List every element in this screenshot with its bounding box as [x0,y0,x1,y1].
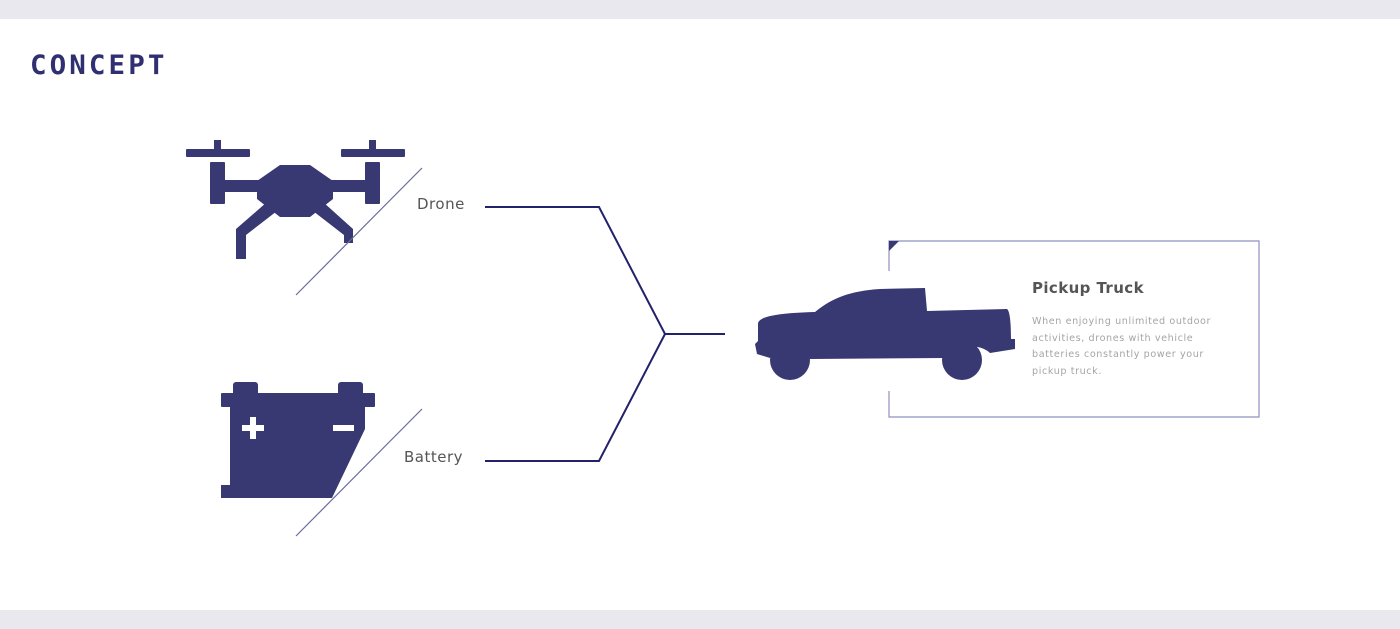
card-corner-accent [889,241,899,251]
concept-canvas: CONCEPT [0,19,1400,610]
merge-connector [485,206,725,462]
card-description: When enjoying unlimited outdoor activiti… [1032,316,1212,377]
pickup-truck-icon [755,288,1015,380]
card-title: Pickup Truck [1032,279,1144,297]
drone-divider [295,167,423,296]
diagram-graphics [186,140,1260,537]
top-band [0,0,1400,19]
battery-divider [295,408,423,537]
drone-label: Drone [417,195,465,213]
drone-icon [186,140,405,259]
plus-icon [242,417,264,439]
battery-icon [221,382,375,498]
page-title: CONCEPT [30,50,168,81]
bottom-band [0,610,1400,629]
battery-label: Battery [404,448,464,466]
minus-icon [333,425,354,431]
